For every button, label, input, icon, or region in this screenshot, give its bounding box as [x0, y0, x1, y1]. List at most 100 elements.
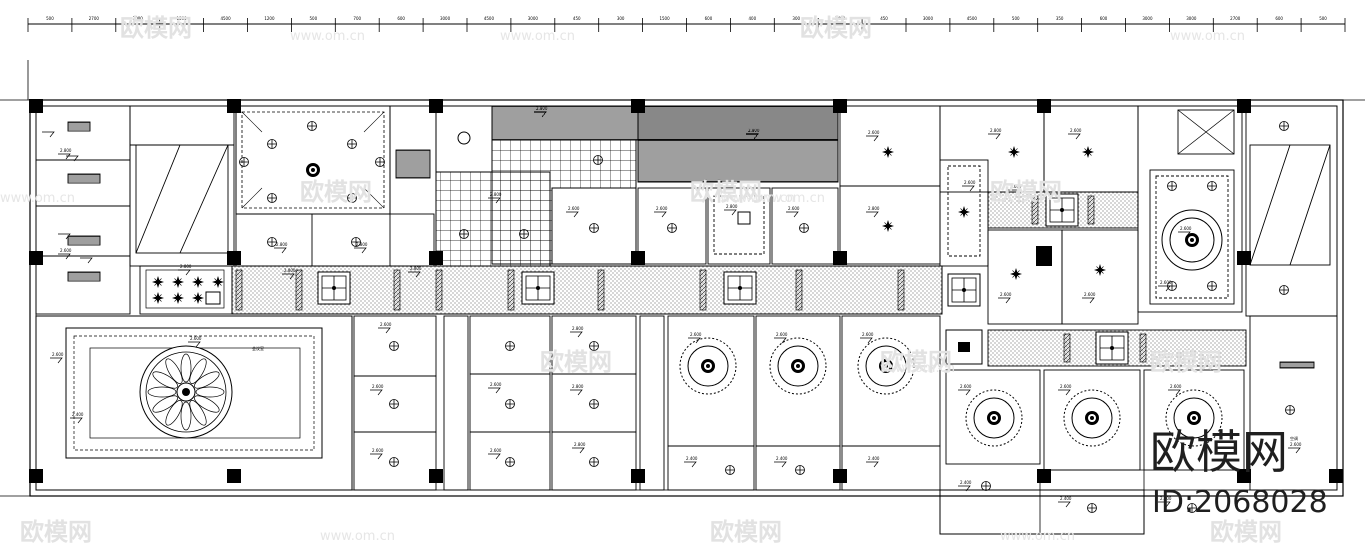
svg-text:2.400: 2.400: [1060, 496, 1072, 501]
height-tag: 2.400: [957, 480, 972, 492]
watermark-url: www.om.cn: [1170, 29, 1245, 44]
mid-cross-lights: [459, 155, 809, 239]
rosette-petal: [152, 371, 178, 389]
star-light-icon: [192, 292, 204, 304]
svg-text:2.800: 2.800: [60, 148, 72, 153]
dimension-label: 3000: [1186, 16, 1197, 21]
svg-text:2.800: 2.800: [276, 242, 288, 247]
height-tag: 2.800: [723, 204, 738, 216]
watermark-url: www.om.cn: [720, 191, 795, 206]
watermark-url: www.om.cn: [750, 191, 825, 206]
downlight-icon: [307, 121, 317, 131]
svg-text:2.600: 2.600: [490, 382, 502, 387]
svg-text:2.600: 2.600: [862, 332, 874, 337]
dimension-label: 3000: [923, 16, 934, 21]
watermark-brand-stamp: 欧模网: [1150, 425, 1288, 479]
height-tags: 2.800 2.600 2.800 2.800 2.800 2.600 2.600 2.800…: [49, 106, 1302, 508]
watermark-id-stamp: ID:2068028: [1152, 485, 1328, 520]
svg-text:2.800: 2.800: [284, 268, 296, 273]
svg-text:2.400: 2.400: [1160, 496, 1172, 501]
svg-text:2.600: 2.600: [656, 206, 668, 211]
dimension-label: 700: [353, 16, 361, 21]
watermark-brand: 欧模网: [710, 518, 782, 546]
rosette-petal: [189, 358, 207, 384]
dimension-label: 1500: [659, 16, 670, 21]
rosette-petal: [194, 371, 220, 389]
height-tag: 2.800: [533, 106, 548, 118]
height-tag: 2.400: [773, 456, 788, 468]
svg-text:2.600: 2.600: [1084, 292, 1096, 297]
svg-text:2.600: 2.600: [380, 322, 392, 327]
height-tag: 2.600: [1057, 384, 1072, 396]
height-tag: 2.800: [571, 442, 586, 454]
dimension-label: 300: [792, 16, 800, 21]
dimension-ruler: [27, 18, 1346, 32]
watermark-brand: 欧模网: [120, 14, 192, 42]
watermark-brand: 欧模网: [1150, 348, 1222, 376]
height-tag: 2.800: [987, 128, 1002, 140]
rosette-petal: [180, 353, 192, 383]
right-lights: [1010, 121, 1289, 295]
dimension-label: 450: [573, 16, 581, 21]
dimension-label: 600: [1275, 16, 1283, 21]
height-tag: 2.800: [353, 242, 368, 254]
height-tag: 2.600: [187, 336, 202, 348]
svg-text:2.800: 2.800: [572, 384, 584, 389]
watermark-url: www.om.cn: [1000, 529, 1075, 544]
dimension-label: 500: [310, 16, 318, 21]
rosette-petal: [152, 395, 178, 413]
svg-text:2.400: 2.400: [868, 456, 880, 461]
height-tag: 2.600: [1007, 184, 1022, 196]
downlight-icon: [239, 157, 249, 167]
right-rooms: [987, 105, 1338, 325]
dimension-label: 600: [397, 16, 405, 21]
height-tag: 2.600: [1177, 226, 1192, 238]
height-tag: 2.600: [961, 180, 976, 192]
decorative-ceiling-room: [235, 105, 391, 247]
rosette-petal: [180, 401, 192, 431]
dimension-label: 450: [880, 16, 888, 21]
height-tag: 2.600: [487, 448, 502, 460]
dimension-label: 1500: [177, 16, 188, 21]
watermark-brand: 欧模网: [990, 178, 1062, 206]
star-light-icon: [172, 292, 184, 304]
dimension-label: 2700: [1230, 16, 1241, 21]
height-tag: 2.600: [957, 384, 972, 396]
dimension-label: 3000: [440, 16, 451, 21]
dimension-label: 500: [46, 16, 54, 21]
dimension-label: 4500: [484, 16, 495, 21]
height-tag: 2.800: [569, 384, 584, 396]
watermark-brand: 欧模网: [690, 178, 762, 206]
watermark-url: www.om.cn: [290, 29, 365, 44]
svg-text:2.600: 2.600: [960, 384, 972, 389]
height-tag: 2.800: [487, 192, 502, 204]
svg-text:2.600: 2.600: [568, 206, 580, 211]
dimension-label: 350: [1056, 16, 1064, 21]
height-tag: 2.800: [281, 268, 296, 280]
height-tag: 2.600: [377, 322, 392, 334]
dimension-label: 1400: [835, 16, 846, 21]
dimension-label: 500: [1319, 16, 1327, 21]
svg-text:2.600: 2.600: [1170, 384, 1182, 389]
svg-text:2.800: 2.800: [572, 326, 584, 331]
svg-text:2.600: 2.600: [1010, 184, 1022, 189]
watermark-brand: 欧模网: [880, 348, 952, 376]
meeting-room: 会议室: [35, 315, 353, 491]
height-tag: 2.800: [745, 128, 760, 140]
watermark-brand: 欧模网: [300, 178, 372, 206]
dimension-label: 3000: [528, 16, 539, 21]
downlight-icon: [267, 193, 277, 203]
height-tag: 2.800: [569, 326, 584, 338]
svg-text:2.800: 2.800: [180, 264, 192, 269]
svg-text:2.600: 2.600: [52, 352, 64, 357]
height-tag: 2.600: [773, 332, 788, 344]
svg-text:2.400: 2.400: [686, 456, 698, 461]
watermark-url: www.om.cn: [0, 191, 75, 206]
mid-rooms-row1: [637, 105, 1139, 267]
height-tag: 2.400: [1057, 496, 1072, 508]
corridor-windows: [317, 193, 1129, 365]
svg-text:2.600: 2.600: [868, 130, 880, 135]
star-light-icon: [192, 276, 204, 288]
svg-text:2.600: 2.600: [1290, 442, 1302, 447]
